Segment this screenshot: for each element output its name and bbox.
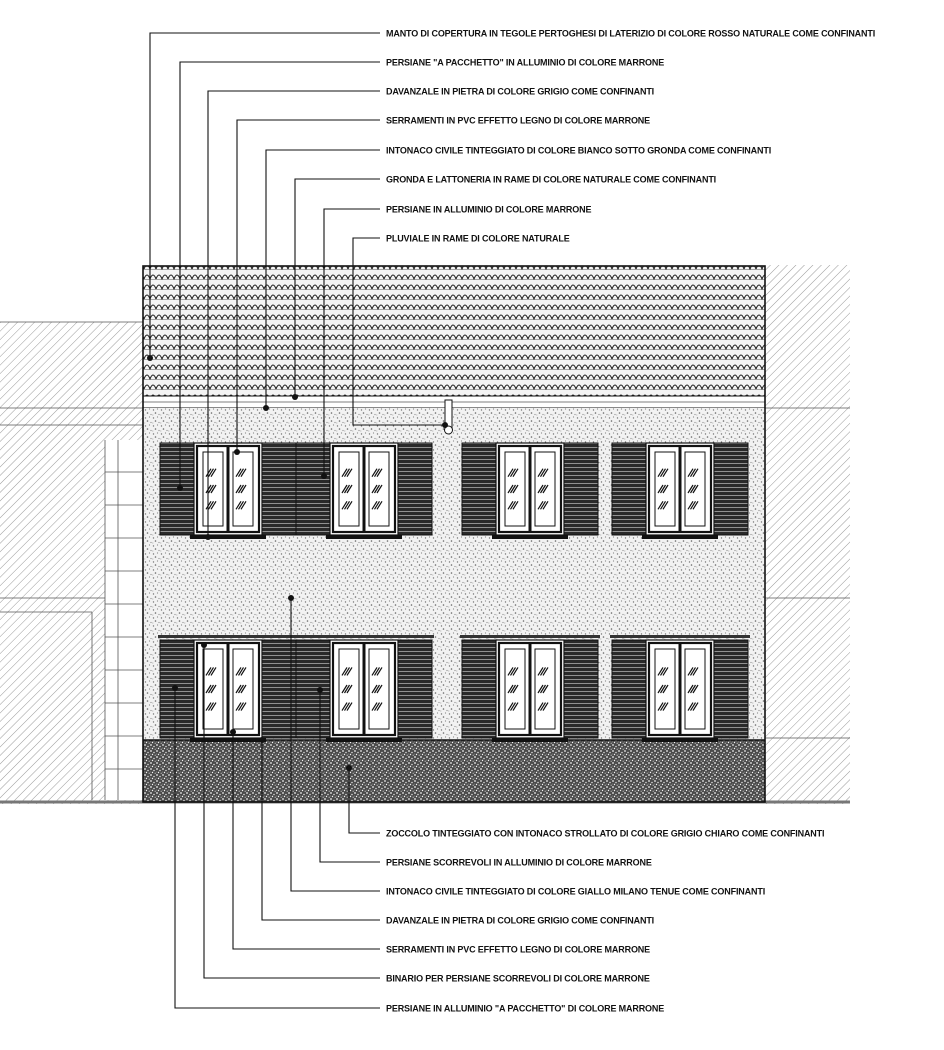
- bottom-leader-4: [259, 737, 380, 921]
- top-label-4: SERRAMENTI IN PVC EFFETTO LEGNO DI COLOR…: [386, 116, 650, 126]
- top-leader-2: [177, 61, 380, 491]
- shutter-left: [461, 639, 497, 739]
- bottom-leader-5: [230, 729, 380, 950]
- top-leader-4: [234, 119, 380, 455]
- bottom-label-1: ZOCCOLO TINTEGGIATO CON INTONACO STROLLA…: [386, 829, 824, 839]
- window-sill: [642, 535, 718, 539]
- labels-group: MANTO DI COPERTURA IN TEGOLE PERTOGHESI …: [386, 29, 875, 1014]
- window-lower-1: [158, 635, 298, 742]
- top-label-3: DAVANZALE IN PIETRA DI COLORE GRIGIO COM…: [386, 87, 654, 97]
- window-sill: [642, 738, 718, 742]
- bottom-leader-3: [288, 595, 380, 892]
- window-upper-1: [159, 442, 297, 539]
- bottom-label-6: BINARIO PER PERSIANE SCORREVOLI DI COLOR…: [386, 974, 650, 984]
- bottom-leader-2: [317, 687, 380, 863]
- downpipe: [444, 399, 453, 435]
- bottom-leader-6: [201, 642, 380, 979]
- shutter-right: [713, 442, 749, 536]
- shutter-right: [713, 639, 749, 739]
- shutter-left: [295, 639, 331, 739]
- top-label-7: PERSIANE IN ALLUMINIO DI COLORE MARRONE: [386, 205, 591, 215]
- top-label-6: GRONDA E LATTONERIA IN RAME DI COLORE NA…: [386, 175, 716, 185]
- top-leader-1: [147, 32, 380, 361]
- shutter-left: [611, 442, 647, 536]
- bottom-label-2: PERSIANE SCORREVOLI IN ALLUMINIO DI COLO…: [386, 858, 652, 868]
- shutter-left: [461, 442, 497, 536]
- window-sill: [326, 535, 402, 539]
- right-neighbor-building: [765, 265, 850, 804]
- shutter-rail: [460, 635, 600, 638]
- window-upper-3: [461, 442, 599, 539]
- top-label-1: MANTO DI COPERTURA IN TEGOLE PERTOGHESI …: [386, 29, 875, 39]
- shutter-right: [397, 639, 433, 739]
- window-sill: [492, 738, 568, 742]
- shutter-rail: [158, 635, 298, 638]
- shutter-right: [261, 639, 297, 739]
- left-neighbor-lines: [0, 321, 143, 800]
- shutter-right: [563, 639, 599, 739]
- window-sill: [326, 738, 402, 742]
- window-lower-2: [294, 635, 434, 742]
- right-neighbor-lines: [765, 407, 850, 739]
- top-label-5: INTONACO CIVILE TINTEGGIATO DI COLORE BI…: [386, 146, 771, 156]
- bottom-label-4: DAVANZALE IN PIETRA DI COLORE GRIGIO COM…: [386, 916, 654, 926]
- top-label-2: PERSIANE "A PACCHETTO" IN ALLUMINIO DI C…: [386, 58, 664, 68]
- top-leader-6: [292, 178, 380, 400]
- window-sill: [492, 535, 568, 539]
- shutter-rail: [610, 635, 750, 638]
- top-leader-3: [205, 90, 380, 540]
- shutter-right: [563, 442, 599, 536]
- bottom-label-5: SERRAMENTI IN PVC EFFETTO LEGNO DI COLOR…: [386, 945, 650, 955]
- top-leader-5: [263, 149, 380, 411]
- windows-group: [158, 442, 750, 742]
- window-lower-3: [460, 635, 600, 742]
- facade-outline: [142, 265, 766, 803]
- shutter-left: [611, 639, 647, 739]
- bottom-label-3: INTONACO CIVILE TINTEGGIATO DI COLORE GI…: [386, 887, 765, 897]
- window-lower-4: [610, 635, 750, 742]
- window-upper-2: [295, 442, 433, 539]
- shutter-right: [397, 442, 433, 536]
- shutter-rail: [294, 635, 434, 638]
- window-sill: [190, 535, 266, 539]
- roof-tiles: [143, 266, 765, 396]
- shutter-left: [159, 442, 195, 536]
- shutter-right: [261, 442, 297, 536]
- top-leader-7: [321, 208, 380, 479]
- top-leader-8: [352, 237, 448, 428]
- plinth-base: [143, 740, 765, 802]
- bottom-leader-1: [346, 765, 380, 834]
- top-label-8: PLUVIALE IN RAME DI COLORE NATURALE: [386, 234, 570, 244]
- window-upper-4: [611, 442, 749, 539]
- bottom-leader-7: [172, 685, 380, 1009]
- window-sill: [190, 738, 266, 742]
- shutter-left: [295, 442, 331, 536]
- leader-lines: [147, 32, 448, 1009]
- bottom-label-7: PERSIANE IN ALLUMINIO "A PACCHETTO" DI C…: [386, 1004, 664, 1014]
